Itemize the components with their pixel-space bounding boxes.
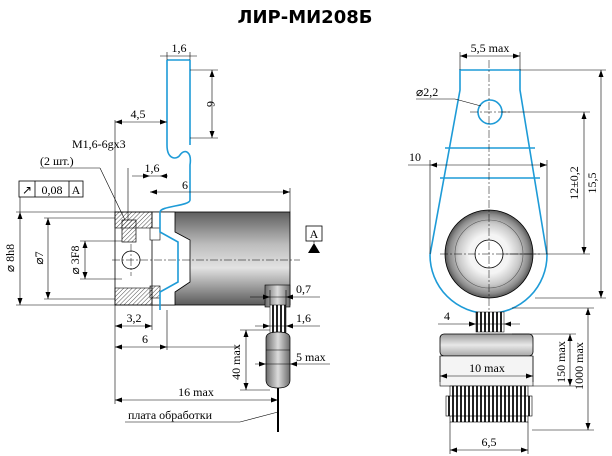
dim-center-distance: 12±0,2 bbox=[567, 166, 581, 200]
dim-offset: 4,5 bbox=[131, 107, 146, 121]
dim-cable-07: 0,7 bbox=[296, 282, 311, 296]
dim-board-length: 150 max bbox=[554, 341, 568, 383]
cable-sleeve bbox=[265, 331, 291, 389]
tolerance-frame bbox=[18, 180, 84, 198]
dim-bore: ⌀ 3F8 bbox=[68, 246, 82, 275]
dim-cable-16: 1,6 bbox=[296, 311, 311, 325]
dim-total: 16 max bbox=[178, 385, 214, 399]
datum-a-label: A bbox=[310, 227, 319, 241]
board-label: плата обработки bbox=[128, 408, 213, 422]
dim-sleeve-length: 40 max bbox=[229, 344, 243, 380]
dim-body-width: 6 bbox=[182, 178, 188, 192]
dim-10: 10 bbox=[409, 150, 421, 164]
tolerance-value: 0,08 bbox=[42, 183, 63, 197]
dim-top-width: 5,5 max bbox=[471, 41, 510, 55]
dim-height: 15,5 bbox=[585, 173, 599, 194]
dim-outer-diameter: ⌀ 8h8 bbox=[3, 244, 17, 272]
dim-cable-length: 1000 max bbox=[572, 342, 586, 390]
dim-bracket-height: 6 bbox=[204, 101, 218, 107]
dim-shaft-offset: 3,2 bbox=[127, 311, 142, 325]
drawing-title: ЛИР-МИ208Б bbox=[238, 7, 373, 28]
dim-bracket-thickness: 1,6 bbox=[172, 41, 187, 55]
front-view: 5,5 max ⌀2,2 10 12±0,2 15,5 4 10 max bbox=[408, 41, 606, 454]
dim-diameter-7: ⌀7 bbox=[32, 251, 46, 264]
set-screw-top bbox=[121, 219, 137, 243]
dim-4: 4 bbox=[444, 309, 450, 323]
dim-groove: 1,6 bbox=[145, 161, 160, 175]
thread-label: M1,6-6gx3 bbox=[72, 137, 126, 151]
dim-sleeve-diameter: 5 max bbox=[296, 350, 326, 364]
tolerance-ref: A bbox=[72, 183, 81, 197]
thread-qty: (2 шт.) bbox=[40, 154, 74, 168]
processing-board bbox=[439, 333, 534, 357]
side-view: A 1,6 6 4,5 M1,6-6gx3 (2 шт.) 1,6 6 bbox=[3, 41, 330, 432]
tolerance-symbol: ↗ bbox=[22, 183, 32, 197]
cable-wires bbox=[475, 311, 505, 333]
dim-hole: ⌀2,2 bbox=[416, 85, 438, 99]
cable bbox=[269, 304, 287, 336]
mounting-bracket bbox=[159, 60, 192, 310]
dim-board-width: 10 max bbox=[469, 361, 505, 375]
dim-bottom-6: 6 bbox=[142, 332, 148, 346]
dim-connector: 6,5 bbox=[482, 435, 497, 449]
